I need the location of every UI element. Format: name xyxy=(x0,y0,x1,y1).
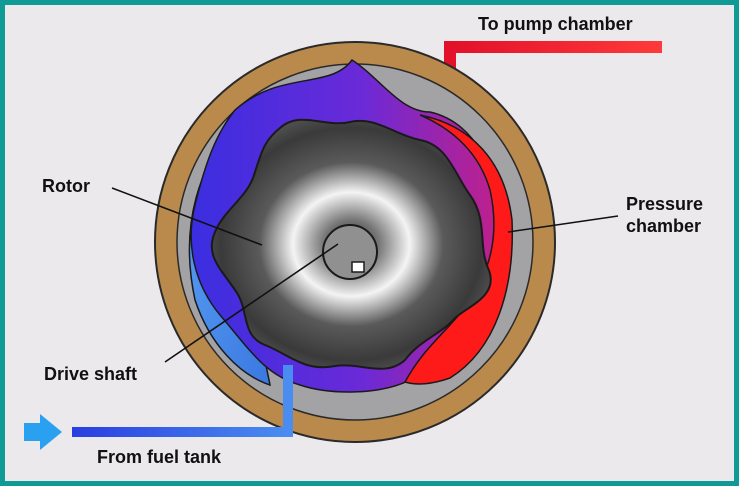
pressure-chamber-leader-line xyxy=(507,215,619,233)
rotor-leader-line xyxy=(111,187,263,246)
shaft-key xyxy=(351,261,365,273)
to-pump-chamber-label: To pump chamber xyxy=(478,14,633,34)
inlet-pipe xyxy=(72,365,293,437)
from-fuel-tank-label: From fuel tank xyxy=(97,447,222,467)
pressure-label-line1: Pressure xyxy=(626,194,703,214)
pressure-chamber xyxy=(403,114,514,385)
arrow-right-icon xyxy=(24,414,62,450)
drive-shaft-label: Drive shaft xyxy=(44,364,137,384)
drive-shaft xyxy=(322,224,378,280)
drive-shaft-leader-line xyxy=(164,243,339,363)
pressure-label-line2: chamber xyxy=(626,216,701,236)
rotor-label: Rotor xyxy=(42,176,90,196)
